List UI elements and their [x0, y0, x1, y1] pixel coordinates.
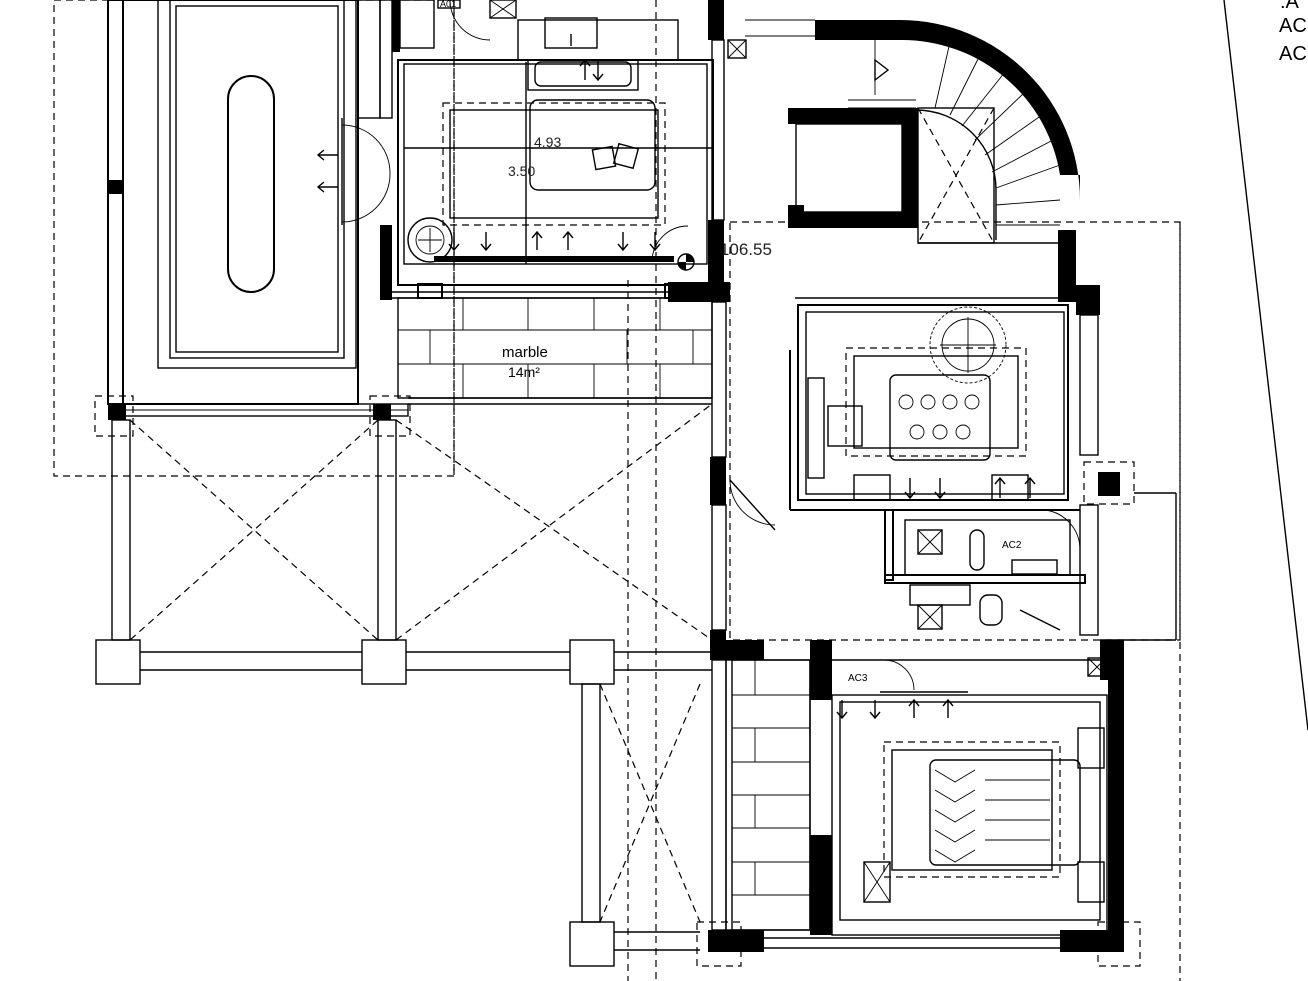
floor-area-label: 14m²: [508, 364, 540, 380]
ac2-label: AC2: [1002, 540, 1022, 551]
margin-notes: :A AC AC: [1279, 0, 1307, 65]
lower-bedroom: AC3: [696, 640, 1141, 967]
spiral-staircase: [727, 19, 1080, 240]
margin-text-2: AC: [1279, 15, 1307, 37]
dimension-length-text: 4.93: [534, 134, 561, 150]
bathroom-ac2: AC2: [884, 509, 1086, 631]
margin-text-3: AC: [1279, 43, 1307, 65]
airflow-arrows-upper: [448, 58, 661, 252]
door-tag-a01: A01: [440, 0, 456, 9]
dimension-width-text: 3.50: [508, 163, 535, 179]
upper-bedroom: 4.93 3.50: [380, 0, 730, 300]
level-mark-text: +106.55: [710, 240, 772, 259]
level-marker: +106.55: [651, 225, 772, 271]
marble-corridor: marble 14m²: [94, 297, 713, 437]
plant-icon: [929, 306, 1007, 384]
bed-pattern: [934, 769, 1050, 863]
right-facade: [1079, 0, 1308, 981]
middle-bedroom: [729, 221, 1181, 641]
ac3-label: AC3: [848, 673, 868, 684]
central-wall: [668, 0, 776, 660]
floor-material-label: marble: [502, 344, 548, 361]
double-door-left: [316, 118, 391, 225]
margin-text-1: :A: [1280, 0, 1300, 13]
top-door: A01: [437, 0, 517, 41]
lower-tiled-corridor: [711, 659, 811, 931]
flower-pattern-top: [898, 394, 980, 440]
pergola-terrace: [95, 0, 713, 981]
elevator-shaft: [788, 107, 1060, 244]
